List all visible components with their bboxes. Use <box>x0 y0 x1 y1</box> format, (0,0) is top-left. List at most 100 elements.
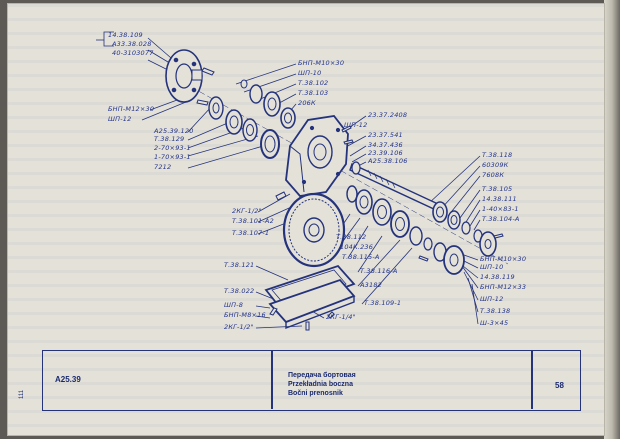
housing-edge <box>289 145 305 193</box>
part-label: 2КГ-1/4" <box>326 313 356 321</box>
hub-cover-inner <box>449 253 459 267</box>
part-label: 14.38.119 <box>480 273 515 281</box>
bearing-7608-inner <box>450 215 458 225</box>
part-label: 23.37.2408 <box>368 111 408 119</box>
leader-line <box>257 83 297 101</box>
part-label: А25.39.120 <box>154 127 194 135</box>
title-russian: Передача бортовая <box>288 372 356 379</box>
title-block: А25.39 Передача бортовая Przekładnia boc… <box>42 350 581 411</box>
part-label: 1-40×83-1 <box>482 205 519 213</box>
title-block-divider <box>531 351 533 409</box>
part-label: 1-70×93-1 <box>154 153 191 161</box>
part-label: Т.38.129 <box>154 135 185 143</box>
exploded-view-drawing <box>96 31 509 331</box>
part-label: 104К.236 <box>340 243 374 251</box>
shaft-end <box>351 161 361 175</box>
part-label: БНП-М10×30 <box>298 59 345 67</box>
book-binding-edge <box>604 0 620 439</box>
part-label: Т.38.022 <box>224 287 255 295</box>
spacer <box>409 226 423 246</box>
part-label: БНП-М12×33 <box>480 283 527 291</box>
bolt <box>493 233 504 239</box>
title-polish: Przekładnia boczna <box>288 381 353 388</box>
part-label: Ш-3×45 <box>480 319 509 327</box>
part-label: 2-70×93-1 <box>154 144 191 152</box>
leader-line <box>459 189 481 219</box>
hub-bolt-hole <box>191 87 197 93</box>
drain-plug <box>305 321 310 331</box>
hub-bolt-hole <box>191 61 197 67</box>
bearing-60309-inner <box>436 206 444 218</box>
part-label: 40-3103077 <box>112 49 154 57</box>
part-label: ШП-12 <box>344 121 368 129</box>
bearing-inner <box>359 195 369 209</box>
part-label: Т.38.116-А <box>360 267 398 275</box>
part-label: Т.38.138 <box>480 307 511 315</box>
side-mark: 111 <box>19 389 25 399</box>
part-label: Т.38.115-А <box>342 253 380 261</box>
page-number: 58 <box>555 381 564 390</box>
label-bracket <box>103 31 114 47</box>
part-label: 2КГ-1/2" <box>232 207 262 215</box>
part-label: 60309К <box>482 161 509 169</box>
leader-line <box>187 121 231 141</box>
part-label: ШП-10 <box>480 263 504 271</box>
ring <box>461 221 471 235</box>
part-label: А33.38.028 <box>112 40 152 48</box>
bearing-206-inner <box>284 112 292 124</box>
gear-ring-inner <box>377 205 387 219</box>
bolt <box>196 99 209 106</box>
leader-line <box>467 277 479 313</box>
plug <box>327 311 335 319</box>
part-label: ШП-10 <box>298 69 322 77</box>
leader-line <box>141 101 187 121</box>
leader-line <box>465 199 481 223</box>
housing-bolt-hole <box>309 125 315 131</box>
part-label: Т.38.104-А <box>482 215 520 223</box>
shaft-splines <box>367 169 396 189</box>
bolt <box>343 139 354 145</box>
part-label: 7608К <box>482 171 505 179</box>
bolt <box>269 307 278 316</box>
hub-shaft-stub <box>191 69 203 81</box>
leader-line <box>461 265 479 289</box>
leader-line <box>357 235 383 273</box>
leader-line <box>473 219 481 231</box>
part-label: Т.38.109-1 <box>364 299 402 307</box>
leader-line <box>255 265 289 281</box>
ring-inner <box>212 102 220 114</box>
part-label: Т.38.103 <box>298 89 329 97</box>
housing-bolt-hole <box>301 179 307 185</box>
part-label: 23.37.541 <box>368 131 403 139</box>
seal-inner <box>246 124 254 136</box>
title-lines: Передача бортовая Przekładnia boczna Boč… <box>288 371 356 398</box>
part-label: ШП-12 <box>108 115 132 123</box>
housing-bolt-hole <box>335 127 341 133</box>
drain-plug <box>275 191 287 201</box>
part-label: 34.37.436 <box>368 141 403 149</box>
bolt <box>418 255 429 262</box>
leader-line <box>187 105 213 133</box>
part-label: ШП-8 <box>224 301 244 309</box>
leader-line <box>357 239 401 287</box>
part-label: А25.38.106 <box>368 157 408 165</box>
leader-line <box>255 305 271 309</box>
bottom-cover-edge <box>285 296 355 330</box>
cover-ring-inner <box>267 97 277 111</box>
part-label: Т.38.112 <box>336 233 367 241</box>
leader-line <box>469 209 481 227</box>
part-label: 14.38.109 <box>108 31 143 39</box>
drawing-code: А25.39 <box>55 375 81 384</box>
part-label: 14.38.111 <box>482 195 517 203</box>
leader-line <box>255 325 303 329</box>
part-label: 7212 <box>154 163 172 171</box>
part-label: А3182 <box>360 281 382 289</box>
part-label: БНП-М10×30 <box>480 255 527 263</box>
bolt <box>201 67 215 76</box>
part-label: Т.38.107-1 <box>232 229 270 237</box>
leader-line <box>349 145 367 157</box>
leader-line <box>439 165 481 211</box>
end-cover-inner <box>484 239 492 249</box>
hub-bolt-hole <box>171 87 177 93</box>
leader-line <box>361 247 413 305</box>
